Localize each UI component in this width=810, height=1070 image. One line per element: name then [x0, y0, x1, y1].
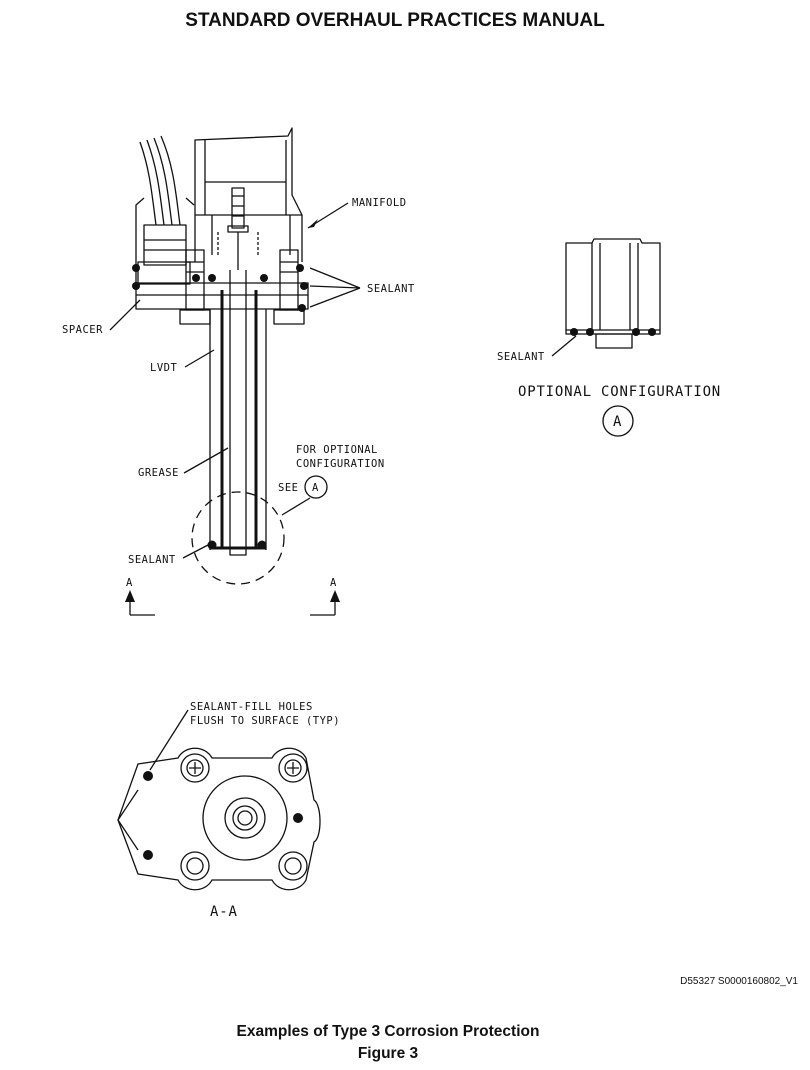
detail-circle [191, 491, 285, 585]
label-lvdt: LVDT [150, 362, 177, 374]
sealant-bead [132, 264, 140, 272]
label-section-right: A [330, 577, 337, 589]
optional-configuration-title: OPTIONAL CONFIGURATION [518, 384, 721, 400]
center-screw [231, 187, 245, 229]
label-sealant-bottom: SEALANT [128, 554, 176, 566]
label-section-view: A-A [210, 904, 238, 920]
optional-configuration-view [551, 238, 661, 437]
label-sealant-fill-1: SEALANT-FILL HOLES [190, 701, 313, 713]
label-see: SEE [278, 482, 298, 494]
detail-bubble-optional [602, 405, 634, 437]
section-view-aa [117, 709, 321, 891]
sealant-fill-hole [143, 771, 153, 781]
label-sealant-fill-2: FLUSH TO SURFACE (TYP) [190, 715, 340, 727]
label-for-optional-1: FOR OPTIONAL [296, 444, 378, 456]
lvdt-tube [209, 309, 267, 550]
flange-outline [117, 747, 321, 891]
figure-caption: Examples of Type 3 Corrosion Protection [236, 1023, 540, 1040]
figure-number: Figure 3 [357, 1045, 419, 1062]
detail-bubble-see [304, 475, 328, 499]
label-manifold: MANIFOLD [352, 197, 407, 209]
main-assembly [109, 127, 361, 616]
label-see-letter: A [312, 482, 319, 494]
label-sealant-main: SEALANT [367, 283, 415, 295]
optional-detail-letter: A [613, 414, 622, 430]
label-spacer: SPACER [62, 324, 103, 336]
label-section-left: A [126, 577, 133, 589]
label-grease: GREASE [138, 467, 179, 479]
bolt-boss [180, 753, 210, 783]
page-title: STANDARD OVERHAUL PRACTICES MANUAL [185, 10, 605, 31]
drawing-id: D55327 S0000160802_V1 [680, 976, 798, 987]
label-sealant-optional: SEALANT [497, 351, 545, 363]
connector-body [143, 224, 187, 266]
right-bolt [279, 249, 299, 311]
wire-bundle [139, 135, 181, 226]
optional-sealant-bead [570, 328, 578, 336]
label-for-optional-2: CONFIGURATION [296, 458, 385, 470]
